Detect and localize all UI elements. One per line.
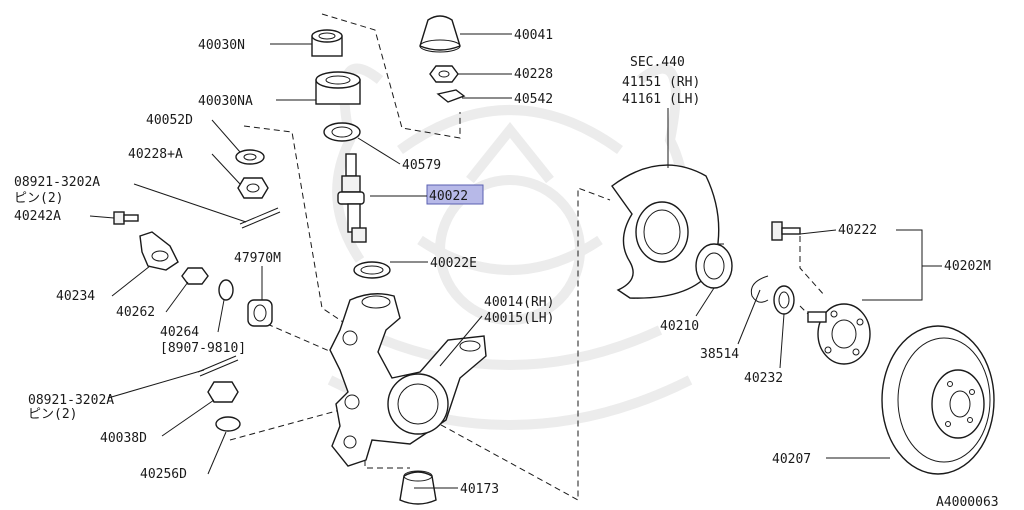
part-40228A-nut <box>237 177 269 199</box>
part-40542-washer <box>436 89 466 103</box>
label-40030N: 40030N <box>198 38 245 53</box>
part-40038D-nut <box>207 381 239 403</box>
label-40264: 40264 <box>160 325 199 340</box>
label-40030NA: 40030NA <box>198 94 253 109</box>
part-40030N-bearing <box>311 29 343 57</box>
diagram-id: A4000063 <box>936 495 999 510</box>
label-40014-rh: 40014(RH) <box>484 295 554 310</box>
label-41151-rh: 41151 (RH) <box>622 75 700 90</box>
part-40232-seal <box>773 285 795 315</box>
part-40242A-bolt <box>113 211 139 225</box>
label-41161-lh: 41161 (LH) <box>622 92 700 107</box>
part-40030NA-bearing <box>315 71 361 105</box>
part-40228-nut <box>429 65 459 83</box>
label-08921-3202A-top: 08921-3202A <box>14 175 100 190</box>
label-40262: 40262 <box>116 305 155 320</box>
label-40207: 40207 <box>772 452 811 467</box>
label-40234: 40234 <box>56 289 95 304</box>
label-40015-lh: 40015(LH) <box>484 311 554 326</box>
label-40052D: 40052D <box>146 113 193 128</box>
part-41151-backing-plate <box>611 164 720 299</box>
label-8907-9810: [8907-9810] <box>160 341 246 356</box>
label-40256D: 40256D <box>140 467 187 482</box>
part-40210-bearing <box>695 243 733 289</box>
label-40228A: 40228+A <box>128 147 183 162</box>
part-40041-boot <box>419 15 461 53</box>
part-40262-nut <box>181 267 209 285</box>
part-40579-seal <box>323 122 361 142</box>
part-cotter-pin-2 <box>197 355 239 377</box>
part-40052D-washer <box>235 149 265 165</box>
part-40222-hub-bolt <box>771 221 801 241</box>
part-40256D-washer <box>215 416 241 432</box>
leader-lines <box>89 33 942 489</box>
part-47970M-grommet <box>247 299 273 327</box>
label-40242A: 40242A <box>14 209 61 224</box>
label-40222: 40222 <box>838 223 877 238</box>
part-40022E-ring <box>353 261 391 279</box>
part-40014-knuckle <box>329 293 487 467</box>
label-08921-3202A-bottom: 08921-3202A <box>28 393 114 408</box>
label-40022E: 40022E <box>430 256 477 271</box>
label-40228: 40228 <box>514 67 553 82</box>
label-40022: 40022 <box>429 189 468 204</box>
part-40022-spindle <box>337 153 367 243</box>
label-40173: 40173 <box>460 482 499 497</box>
part-38514-snap-ring <box>750 275 769 303</box>
label-40202M: 40202M <box>944 259 991 274</box>
highlight-40022 <box>426 184 484 205</box>
label-sec-440: SEC.440 <box>630 55 685 70</box>
part-40234-bracket <box>139 231 179 271</box>
label-40041: 40041 <box>514 28 553 43</box>
label-38514: 38514 <box>700 347 739 362</box>
label-40579: 40579 <box>402 158 441 173</box>
label-40542: 40542 <box>514 92 553 107</box>
part-40207-rotor <box>881 325 995 475</box>
label-pin-top: ピン(2) <box>14 191 63 206</box>
label-40210: 40210 <box>660 319 699 334</box>
label-40038D: 40038D <box>100 431 147 446</box>
part-40202M-hub <box>807 303 871 365</box>
part-number-labels: 40030N 40030NA 40052D 40228+A 08921-3202… <box>14 28 999 510</box>
part-cotter-pin-1 <box>239 207 281 229</box>
label-pin-bottom: ピン(2) <box>28 407 77 422</box>
label-40232: 40232 <box>744 371 783 386</box>
label-47970M: 47970M <box>234 251 281 266</box>
part-40264-washer <box>218 279 234 301</box>
